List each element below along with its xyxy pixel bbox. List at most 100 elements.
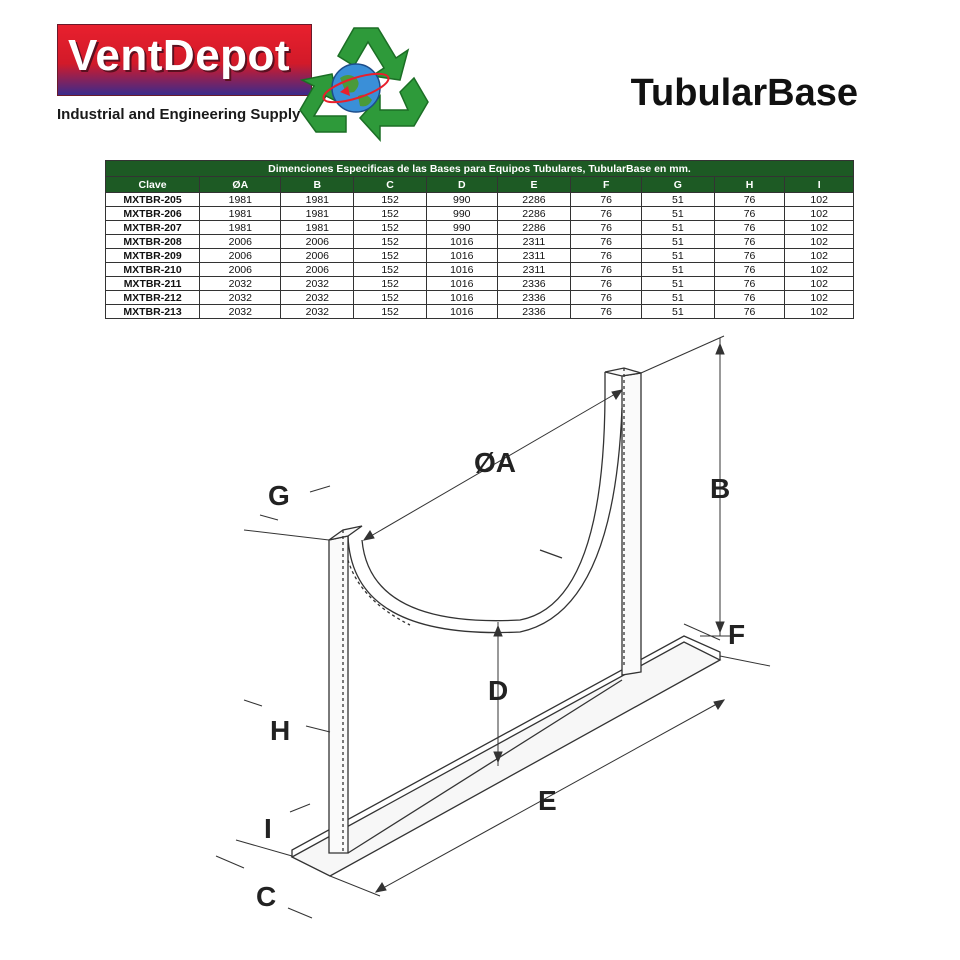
- table-cell: 152: [353, 276, 427, 291]
- table-cell: 2311: [496, 262, 572, 277]
- column-header-6: F: [570, 176, 642, 193]
- column-header-4: D: [425, 176, 498, 193]
- table-cell: 102: [784, 304, 854, 319]
- page-title: TubularBase: [630, 72, 858, 114]
- column-header-9: I: [784, 176, 854, 193]
- table-cell: 1981: [199, 220, 282, 235]
- row-key-cell: MXTBR-208: [104, 234, 201, 249]
- table-cell: 152: [353, 234, 427, 249]
- table-cell: 2006: [280, 234, 355, 249]
- table-caption: Dimenciones Especificas de las Bases par…: [105, 160, 854, 177]
- label-b: B: [710, 473, 730, 504]
- row-key-cell: MXTBR-209: [104, 248, 201, 263]
- table-cell: 76: [713, 276, 786, 291]
- table-cell: 102: [784, 192, 854, 207]
- table-cell: 1981: [199, 192, 282, 207]
- table-cell: 51: [640, 234, 715, 249]
- table-cell: 2311: [496, 234, 572, 249]
- row-key-cell: MXTBR-206: [104, 206, 201, 221]
- table-cell: 76: [713, 262, 786, 277]
- table-cell: 2336: [496, 290, 572, 305]
- dimensions-table: Dimenciones Especificas de las Bases par…: [104, 160, 854, 319]
- dimension-labels: ØA B F G D H E I C: [256, 447, 745, 912]
- table-cell: 76: [713, 290, 786, 305]
- table-cell: 102: [784, 248, 854, 263]
- label-a: ØA: [474, 447, 516, 478]
- column-header-2: B: [280, 176, 355, 193]
- table-cell: 1981: [280, 220, 355, 235]
- table-cell: 1981: [280, 192, 355, 207]
- base-structure: [290, 367, 722, 877]
- table-cell: 1016: [425, 276, 498, 291]
- table-cell: 102: [784, 290, 854, 305]
- table-cell: 102: [784, 220, 854, 235]
- column-header-8: H: [713, 176, 786, 193]
- table-cell: 2032: [199, 290, 282, 305]
- table-cell: 51: [640, 276, 715, 291]
- table-cell: 76: [570, 276, 642, 291]
- label-g: G: [268, 480, 290, 511]
- label-h: H: [270, 715, 290, 746]
- table-cell: 102: [784, 206, 854, 221]
- table-cell: 76: [570, 220, 642, 235]
- table-cell: 102: [784, 276, 854, 291]
- table-cell: 102: [784, 262, 854, 277]
- table-cell: 76: [713, 192, 786, 207]
- table-cell: 152: [353, 192, 427, 207]
- table-cell: 2006: [280, 262, 355, 277]
- label-f: F: [728, 619, 745, 650]
- table-cell: 76: [570, 304, 642, 319]
- table-cell: 2006: [280, 248, 355, 263]
- table-cell: 990: [425, 220, 498, 235]
- row-key-cell: MXTBR-207: [104, 220, 201, 235]
- table-cell: 2032: [199, 304, 282, 319]
- table-cell: 51: [640, 192, 715, 207]
- label-e: E: [538, 785, 557, 816]
- row-key-cell: MXTBR-211: [104, 276, 201, 291]
- label-i: I: [264, 813, 272, 844]
- table-cell: 2336: [496, 276, 572, 291]
- table-cell: 2032: [280, 290, 355, 305]
- table-cell: 1981: [199, 206, 282, 221]
- table-cell: 76: [713, 206, 786, 221]
- table-cell: 76: [713, 248, 786, 263]
- table-cell: 152: [353, 220, 427, 235]
- column-header-3: C: [353, 176, 427, 193]
- brand-tagline: Industrial and Engineering Supply: [57, 106, 301, 123]
- table-cell: 76: [570, 234, 642, 249]
- table-cell: 152: [353, 262, 427, 277]
- table-cell: 1016: [425, 234, 498, 249]
- column-header-7: G: [640, 176, 715, 193]
- table-cell: 1016: [425, 262, 498, 277]
- table-cell: 1016: [425, 304, 498, 319]
- table-cell: 152: [353, 248, 427, 263]
- table-cell: 1981: [280, 206, 355, 221]
- table-cell: 990: [425, 192, 498, 207]
- label-d: D: [488, 675, 508, 706]
- table-cell: 2286: [496, 220, 572, 235]
- table-cell: 51: [640, 304, 715, 319]
- table-cell: 51: [640, 248, 715, 263]
- dimension-lines: [215, 335, 771, 919]
- table-cell: 76: [570, 206, 642, 221]
- table-cell: 1016: [425, 290, 498, 305]
- table-cell: 990: [425, 206, 498, 221]
- table-cell: 51: [640, 290, 715, 305]
- table-cell: 1016: [425, 248, 498, 263]
- table-cell: 2032: [280, 276, 355, 291]
- table-cell: 152: [353, 206, 427, 221]
- column-header-0: Clave: [104, 176, 201, 193]
- label-c: C: [256, 881, 276, 912]
- table-cell: 76: [713, 220, 786, 235]
- table-cell: 152: [353, 290, 427, 305]
- row-key-cell: MXTBR-213: [104, 304, 201, 319]
- table-cell: 76: [570, 248, 642, 263]
